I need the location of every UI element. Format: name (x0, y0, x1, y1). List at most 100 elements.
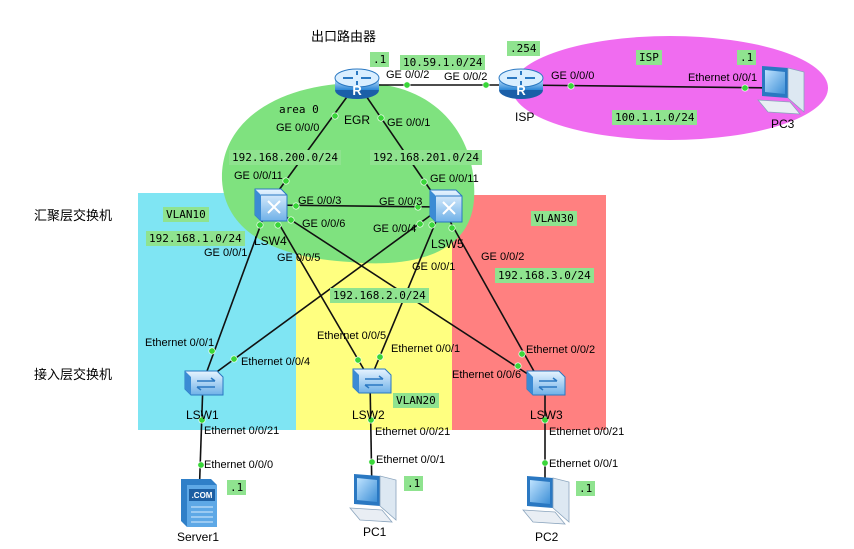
port-dot (354, 356, 362, 364)
port-label-lsw3-e0021: Ethernet 0/0/21 (549, 426, 625, 438)
area0-label: area 0 (279, 103, 319, 116)
subnet-vlan20: 192.168.2.0/24 (330, 288, 429, 303)
port-dot (420, 178, 428, 186)
port-dot (428, 221, 436, 229)
port-label-lsw2-e005: Ethernet 0/0/5 (317, 330, 387, 342)
router-isp-icon[interactable]: R (498, 68, 544, 99)
port-dot (282, 177, 290, 185)
router-egr-icon[interactable]: R (334, 68, 380, 99)
port-label-lsw5-g0011: GE 0/0/11 (430, 173, 479, 185)
link-lsw5-lsw1 (202, 206, 443, 383)
link-egr-lsw4 (267, 89, 353, 206)
port-label-lsw5-g003: GE 0/0/3 (379, 196, 423, 208)
port-label-isp-g002: GE 0/0/2 (444, 71, 488, 83)
port-dot (414, 203, 422, 211)
subnet-vlan10: 192.168.1.0/24 (146, 231, 245, 246)
vlan20-label: VLAN20 (393, 393, 439, 408)
port-dots (197, 81, 749, 469)
access-layer-title: 接入层交换机 (34, 368, 113, 383)
host-egr-address: .1 (370, 52, 390, 67)
port-dot (448, 224, 456, 232)
switch-lsw3-icon[interactable] (526, 370, 566, 396)
exit-router-title: 出口路由器 (311, 30, 377, 45)
server-badge-text: .COM (192, 491, 213, 500)
device-name-lsw3: LSW3 (530, 408, 563, 422)
port-label-lsw2-e0021: Ethernet 0/0/21 (375, 426, 451, 438)
device-name-isp: ISP (515, 110, 535, 124)
port-label-pc2-e001: Ethernet 0/0/1 (549, 458, 619, 470)
vlan30-zone (452, 195, 606, 430)
vlan30-label: VLAN30 (531, 211, 577, 226)
port-dot (256, 221, 264, 229)
subnet-egr-lsw4: 192.168.200.0/24 (229, 150, 341, 165)
port-label-server1-e000: Ethernet 0/0/0 (204, 459, 274, 471)
subnet-egr-isp: 10.59.1.0/24 (400, 55, 486, 70)
link-isp-pc3 (519, 84, 781, 89)
subnet-egr-lsw5: 192.168.201.0/24 (370, 150, 482, 165)
port-label-egr-g001: GE 0/0/1 (387, 117, 431, 129)
port-dot (331, 112, 339, 120)
port-dot (377, 114, 385, 122)
port-label-lsw1-e001: Ethernet 0/0/1 (145, 337, 215, 349)
svg-text:R: R (352, 83, 362, 98)
port-label-lsw4-g0011: GE 0/0/11 (234, 170, 283, 182)
host-pc1-address: .1 (404, 476, 424, 491)
port-label-lsw4-g006: GE 0/0/6 (302, 218, 346, 230)
port-label-pc3-e001: Ethernet 0/0/1 (688, 72, 758, 84)
port-label-egr-g000: GE 0/0/0 (276, 122, 320, 134)
port-dot (274, 221, 282, 229)
link-egr-lsw5 (361, 89, 443, 208)
port-dot (482, 81, 490, 89)
device-name-lsw1: LSW1 (186, 408, 219, 422)
port-dot (567, 82, 575, 90)
switch-lsw1-icon[interactable] (184, 370, 224, 396)
server-server1-icon[interactable]: .COM (181, 479, 217, 527)
host-isp-address: .254 (507, 41, 540, 56)
port-dot (416, 220, 424, 228)
port-dot (230, 355, 238, 363)
port-label-lsw4-g001: GE 0/0/1 (204, 247, 248, 259)
port-label-lsw1-e0021: Ethernet 0/0/21 (204, 425, 280, 437)
port-label-lsw2-e001: Ethernet 0/0/1 (391, 343, 461, 355)
port-label-lsw5-g004: GE 0/0/4 (373, 223, 417, 235)
port-dot (541, 459, 549, 467)
port-label-lsw5-g002: GE 0/0/2 (481, 251, 525, 263)
pc-pc1-icon[interactable] (349, 474, 397, 523)
port-dot (367, 416, 375, 424)
port-label-pc1-e001: Ethernet 0/0/1 (376, 454, 446, 466)
vlan10-label: VLAN10 (163, 207, 209, 222)
device-name-lsw4: LSW4 (254, 234, 287, 248)
host-pc3-address: .1 (737, 50, 757, 65)
l3-switch-lsw4-icon[interactable] (254, 188, 288, 222)
host-server1-address: .1 (227, 480, 247, 495)
device-name-server1: Server1 (177, 530, 220, 544)
subnet-vlan30: 192.168.3.0/24 (495, 268, 594, 283)
port-dot (403, 81, 411, 89)
port-dot (514, 362, 522, 370)
pc-pc2-icon[interactable] (522, 476, 570, 525)
device-name-lsw2: LSW2 (352, 408, 385, 422)
port-label-lsw1-e004: Ethernet 0/0/4 (241, 356, 311, 368)
port-label-lsw3-e002: Ethernet 0/0/2 (526, 344, 596, 356)
port-dot (292, 202, 300, 210)
port-dot (287, 216, 295, 224)
device-name-pc1: PC1 (363, 525, 387, 539)
subnet-isp-pc3: 100.1.1.0/24 (612, 110, 698, 125)
port-dot (376, 353, 384, 361)
device-name-pc3: PC3 (771, 117, 795, 131)
port-dot (741, 84, 749, 92)
svg-text:R: R (516, 83, 526, 98)
port-dot (518, 350, 526, 358)
pc-pc3-icon[interactable] (757, 66, 805, 115)
aggregation-layer-title: 汇聚层交换机 (34, 209, 113, 224)
port-label-lsw3-e006: Ethernet 0/0/6 (452, 369, 522, 381)
l3-switch-lsw5-icon[interactable] (429, 189, 463, 223)
port-dot (541, 416, 549, 424)
switch-lsw2-icon[interactable] (352, 368, 392, 394)
port-label-egr-g002: GE 0/0/2 (386, 69, 430, 81)
host-pc2-address: .1 (576, 481, 596, 496)
device-name-egr: EGR (344, 113, 371, 127)
link-lsw4-lsw2 (267, 204, 371, 381)
